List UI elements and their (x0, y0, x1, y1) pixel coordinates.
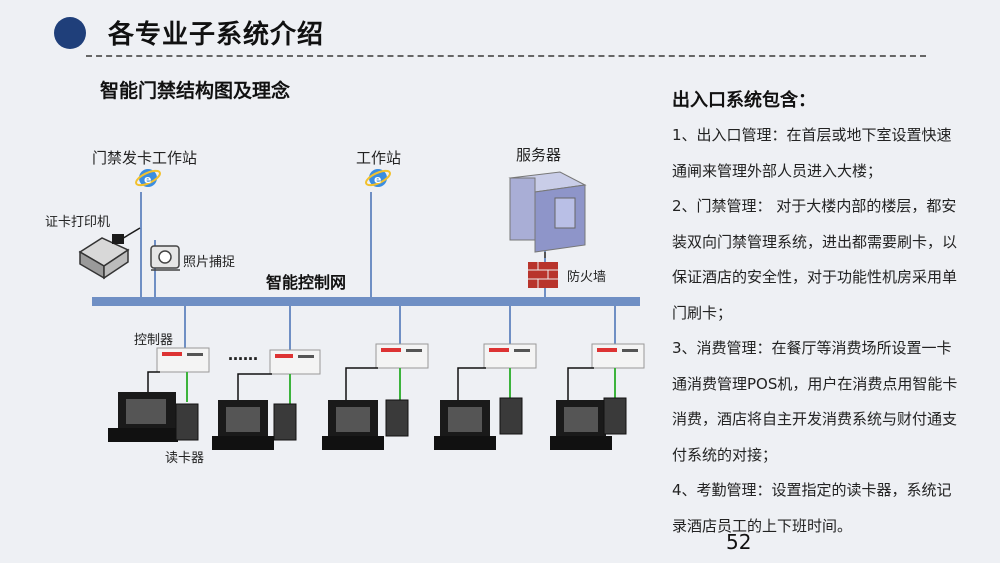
more-controllers-ellipsis: …… (228, 346, 258, 364)
header-divider (86, 55, 926, 57)
camera-icon (150, 245, 180, 271)
controller-label: 控制器 (134, 333, 174, 348)
server-label: 服务器 (516, 146, 562, 164)
workstation-label: 工作站 (356, 149, 402, 167)
door-terminal (322, 399, 409, 450)
door-terminal (108, 392, 199, 442)
controller-module (483, 343, 537, 369)
door-terminal (212, 400, 297, 450)
door-terminal (550, 397, 627, 450)
photo-capture-label: 照片捕捉 (183, 255, 236, 270)
server-icon (508, 171, 587, 258)
diagram-title: 智能门禁结构图及理念 (100, 80, 291, 102)
svg-text:e: e (144, 173, 151, 186)
door-link (345, 367, 378, 400)
description-list: 1、出入口管理：在首层或地下室设置快速通闸来管理外部人员进入大楼； 2、门禁管理… (672, 118, 958, 544)
network-bus (92, 297, 640, 306)
firewall-label: 防火墙 (567, 270, 607, 285)
card-workstation-label: 门禁发卡工作站 (92, 149, 198, 167)
browser-icon: e (365, 169, 391, 187)
network-label: 智能控制网 (266, 273, 347, 292)
door-terminal (434, 397, 523, 450)
firewall-icon (528, 262, 558, 288)
controller-module (375, 343, 429, 369)
door-link (567, 367, 594, 400)
card-printer-icon (78, 227, 141, 280)
description-heading: 出入口系统包含： (672, 90, 816, 111)
card-reader-label: 读卡器 (165, 451, 205, 466)
description-item: 4、考勤管理：设置指定的读卡器，系统记录酒店员工的上下班时间。 (672, 481, 952, 535)
browser-icon: e (135, 169, 161, 187)
description-item: 2、门禁管理： 对于大楼内部的楼层，都安装双向门禁管理系统，进出都需要刷卡，以保… (672, 197, 958, 322)
page-number: 52 (726, 530, 752, 554)
card-printer-label: 证卡打印机 (45, 215, 111, 230)
controller-module (269, 349, 321, 375)
door-link (237, 373, 272, 400)
controller-module (591, 343, 645, 369)
description-item: 3、消费管理：在餐厅等消费场所设置一卡通消费管理POS机，用户在消费点用智能卡消… (672, 339, 958, 464)
door-link (457, 367, 486, 400)
door-link (147, 371, 160, 392)
header-bullet-icon (54, 17, 86, 49)
page-title: 各专业子系统介绍 (108, 20, 325, 50)
svg-text:e: e (374, 173, 381, 186)
controller-module (156, 347, 210, 373)
description-item: 1、出入口管理：在首层或地下室设置快速通闸来管理外部人员进入大楼； (672, 126, 952, 180)
